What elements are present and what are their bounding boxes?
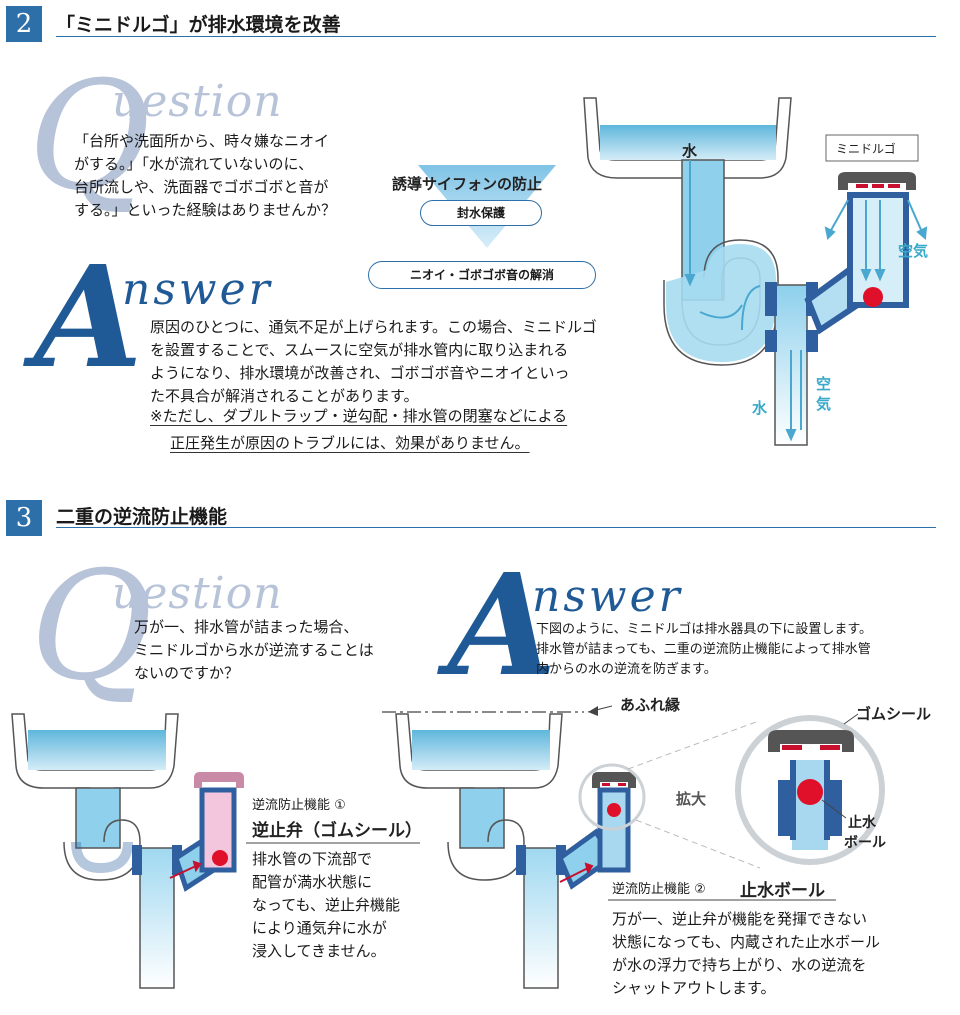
label-stop-ball-2: ボール (844, 835, 886, 851)
answer-line: 内からの水の逆流を防ぎます。 (536, 662, 717, 677)
func2-line: 万が一、逆止弁が機能を発揮できない (612, 910, 868, 928)
func2-line: が水の浮力で持ち上がり、水の逆流を (612, 956, 867, 974)
func2-title: 止水ボール (740, 881, 825, 901)
flow-title: 誘導サイフォンの防止 (392, 175, 543, 193)
answer-word: nswer (122, 264, 273, 315)
label-water-bottom: 水 (752, 399, 768, 417)
question-letter: Q (30, 540, 153, 714)
question-line: 「台所や洗面所から、時々嫌なニオイ (74, 132, 330, 150)
flow-step-2: ニオイ・ゴボゴボ音の解消 (368, 261, 596, 289)
flow-step-1: 封水保護 (420, 200, 542, 226)
answer-line: 下図のように、ミニドルゴは排水器具の下に設置します。 (536, 622, 873, 637)
answer-line: ようになり、排水環境が改善され、ゴボゴボ音やニオイといっ (150, 364, 570, 382)
func1-line: なっても、逆止弁機能 (252, 896, 401, 914)
note-line: ※ただし、ダブルトラップ・逆勾配・排水管の閉塞などによる (150, 407, 568, 425)
question-line: 万が一、排水管が詰まった場合、 (134, 618, 359, 636)
answer-letter: A (448, 544, 557, 708)
func2-line: シャットアウトします。 (612, 979, 776, 997)
answer-line: た不具合が解消されることがあります。 (150, 387, 419, 405)
section-rule (56, 36, 936, 37)
func1-line: 浸入してきません。 (252, 942, 386, 960)
note-line: 正圧発生が原因のトラブルには、効果がありません。 (170, 434, 530, 452)
label-overflow-rim: あふれ縁 (620, 696, 681, 714)
answer-line: を設置することで、スムースに空気が排水管内に取り込まれる (150, 341, 569, 359)
question-word: uestion (112, 568, 283, 619)
label-water-top: 水 (682, 142, 698, 160)
answer-letter: A (34, 236, 143, 400)
label-air-bottom: 空気 (816, 375, 832, 413)
section-number: 2 (6, 6, 42, 42)
answer-line: 排水管が詰まっても、二重の逆流防止機能によって排水管 (536, 642, 871, 657)
section-title: 二重の逆流防止機能 (56, 506, 228, 528)
question-word: uestion (112, 76, 283, 127)
answer-line: 原因のひとつに、通気不足が上げられます。この場合、ミニドルゴ (150, 318, 597, 336)
question-line: する。」といった経験はありませんか？ (74, 201, 337, 219)
func1-line: 配管が満水状態に (252, 873, 373, 891)
func1-line: 排水管の下流部で (252, 850, 373, 868)
question-line: がする。」「水が流れていないのに、 (74, 155, 314, 173)
func1-title: 逆止弁（ゴムシール） (252, 821, 422, 841)
func2-caption: 逆流防止機能 ② (612, 882, 706, 897)
label-product: ミニドルゴ (836, 142, 896, 156)
label-stop-ball-1: 止水 (848, 815, 876, 831)
label-rubber-seal: ゴムシール (856, 705, 932, 723)
func2-line: 状態になっても、内蔵された止水ボール (612, 933, 881, 951)
label-zoom: 拡大 (676, 790, 707, 808)
func1-caption: 逆流防止機能 ① (252, 798, 346, 813)
question-line: ないのですか？ (134, 664, 240, 682)
question-letter: Q (28, 50, 151, 224)
section-title: 「ミニドルゴ」が排水環境を改善 (56, 14, 341, 36)
question-line: 台所流しや、洗面器でゴボゴボと音が (74, 178, 329, 196)
section-number: 3 (6, 500, 42, 536)
answer-word: nswer (532, 571, 683, 622)
question-line: ミニドルゴから水が逆流することは (134, 641, 374, 659)
section-rule (56, 527, 936, 528)
label-air-right: 空気 (898, 242, 929, 260)
func1-line: により通気弁に水が (252, 919, 387, 937)
